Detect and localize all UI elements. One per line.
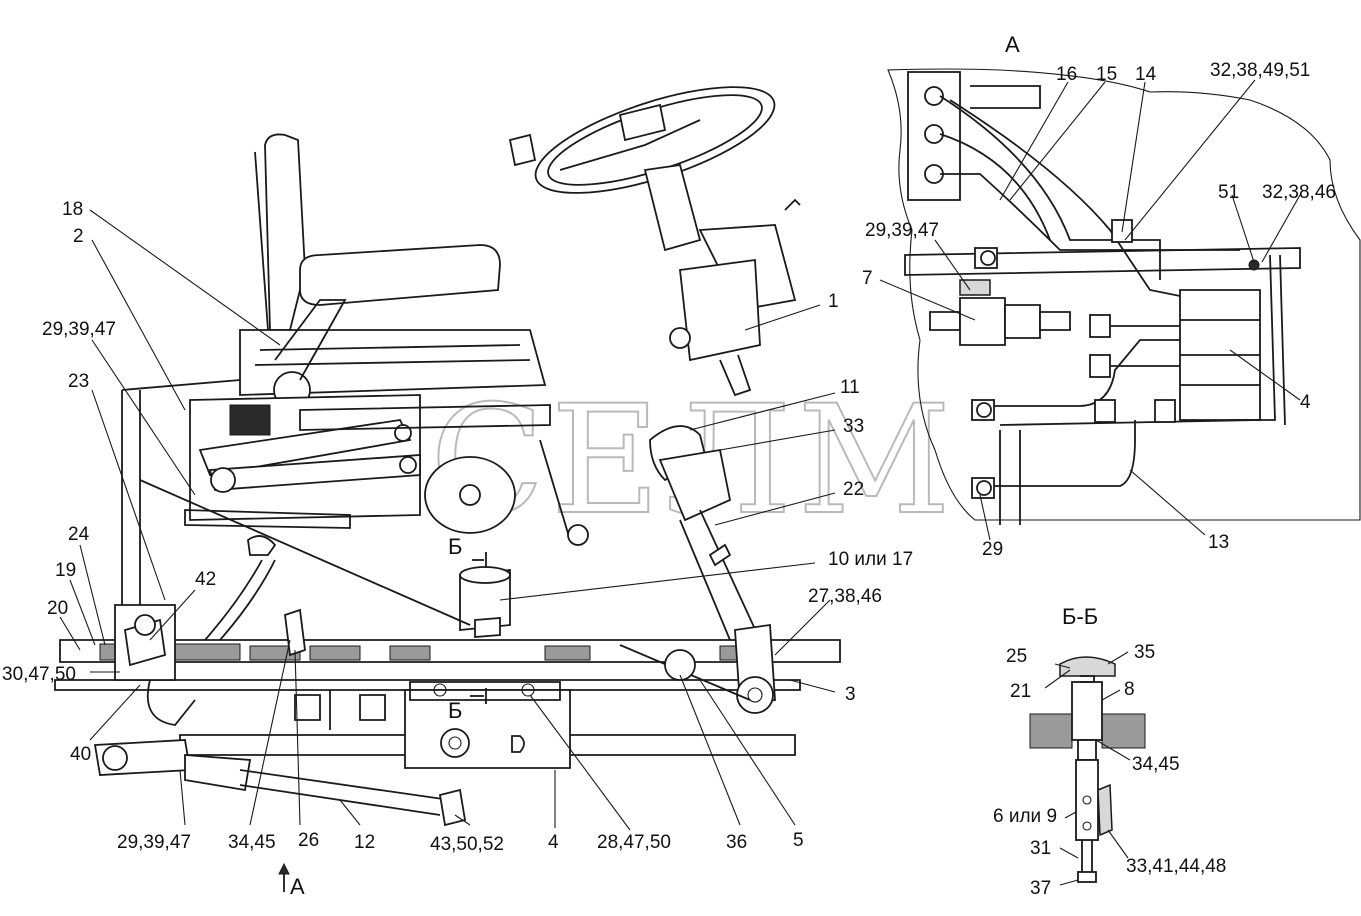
pedal-assembly bbox=[539, 425, 776, 714]
left-valve-assembly bbox=[93, 604, 467, 827]
callout-33-41-44-48: 33,41,44,48 bbox=[1126, 856, 1226, 877]
callout-29-39-47-view: 29,39,47 bbox=[865, 220, 939, 241]
callout-32-38-46: 32,38,46 bbox=[1262, 182, 1336, 203]
callout-51: 51 bbox=[1218, 182, 1239, 203]
callout-30-47-50: 30,47,50 bbox=[2, 664, 76, 685]
callout-15: 15 bbox=[1096, 64, 1117, 85]
callout-28-47-50: 28,47,50 bbox=[597, 832, 671, 853]
callout-37: 37 bbox=[1030, 878, 1051, 899]
section-mark-bottom: Б bbox=[448, 698, 462, 723]
accelerator-pedal bbox=[204, 535, 277, 641]
callout-6-or-9: 6 или 9 bbox=[993, 806, 1057, 827]
section-mark-bb: Б Б bbox=[448, 534, 487, 723]
callout-18: 18 bbox=[62, 199, 83, 220]
callout-33: 33 bbox=[843, 416, 864, 437]
callout-42: 42 bbox=[195, 569, 216, 590]
callout-20: 20 bbox=[47, 598, 68, 619]
callout-8: 8 bbox=[1124, 679, 1135, 700]
view-a-detail: А bbox=[862, 32, 1361, 560]
callout-21: 21 bbox=[1010, 681, 1031, 702]
callout-5: 5 bbox=[793, 830, 804, 851]
callout-2: 2 bbox=[73, 226, 84, 247]
callout-31: 31 bbox=[1030, 838, 1051, 859]
callout-13: 13 bbox=[1208, 532, 1229, 553]
callout-24: 24 bbox=[68, 524, 90, 545]
callout-26: 26 bbox=[298, 830, 319, 851]
callout-34-45-section: 34,45 bbox=[1132, 754, 1180, 775]
callout-29-view: 29 bbox=[982, 539, 1003, 560]
callout-22: 22 bbox=[843, 479, 864, 500]
callout-10-or-17: 10 или 17 bbox=[828, 549, 913, 570]
view-a-arrow: А bbox=[278, 862, 305, 899]
callout-43-50-52: 43,50,52 bbox=[430, 834, 504, 855]
main-view-callouts: 18 2 29,39,47 23 24 19 20 42 30,47,50 40… bbox=[2, 199, 913, 855]
callout-16: 16 bbox=[1056, 64, 1077, 85]
callout-40: 40 bbox=[70, 744, 91, 765]
brake-cylinder bbox=[139, 479, 511, 638]
callout-23: 23 bbox=[68, 371, 89, 392]
callout-29-39-47-bottom: 29,39,47 bbox=[117, 832, 191, 853]
callout-14: 14 bbox=[1135, 64, 1157, 85]
section-bb-detail: Б-Б 25 35 21 8 34,45 6 или 9 31 bbox=[993, 604, 1226, 899]
operator-seat bbox=[184, 133, 551, 534]
callout-4-main: 4 bbox=[548, 832, 559, 853]
callout-12: 12 bbox=[354, 832, 375, 853]
callout-35: 35 bbox=[1134, 642, 1155, 663]
callout-11: 11 bbox=[840, 377, 860, 398]
callout-34-45-main: 34,45 bbox=[228, 832, 276, 853]
callout-25: 25 bbox=[1006, 646, 1027, 667]
view-a-arrow-label: А bbox=[290, 874, 305, 899]
callout-7: 7 bbox=[862, 268, 873, 289]
callout-1: 1 bbox=[828, 291, 839, 312]
callout-19: 19 bbox=[55, 560, 76, 581]
main-view-leaders bbox=[59, 209, 836, 831]
callout-4-view: 4 bbox=[1300, 392, 1311, 413]
callout-36: 36 bbox=[726, 832, 747, 853]
callout-27-38-46: 27,38,46 bbox=[808, 586, 882, 607]
section-bb-title: Б-Б bbox=[1062, 604, 1098, 629]
callout-29-39-47-top: 29,39,47 bbox=[42, 319, 116, 340]
view-a-title: А bbox=[1005, 32, 1020, 57]
callout-3: 3 bbox=[845, 684, 856, 705]
section-mark-top: Б bbox=[448, 534, 462, 559]
callout-32-38-49-51: 32,38,49,51 bbox=[1210, 60, 1310, 81]
gearbox-housing bbox=[404, 681, 571, 769]
steering-column bbox=[508, 86, 801, 397]
